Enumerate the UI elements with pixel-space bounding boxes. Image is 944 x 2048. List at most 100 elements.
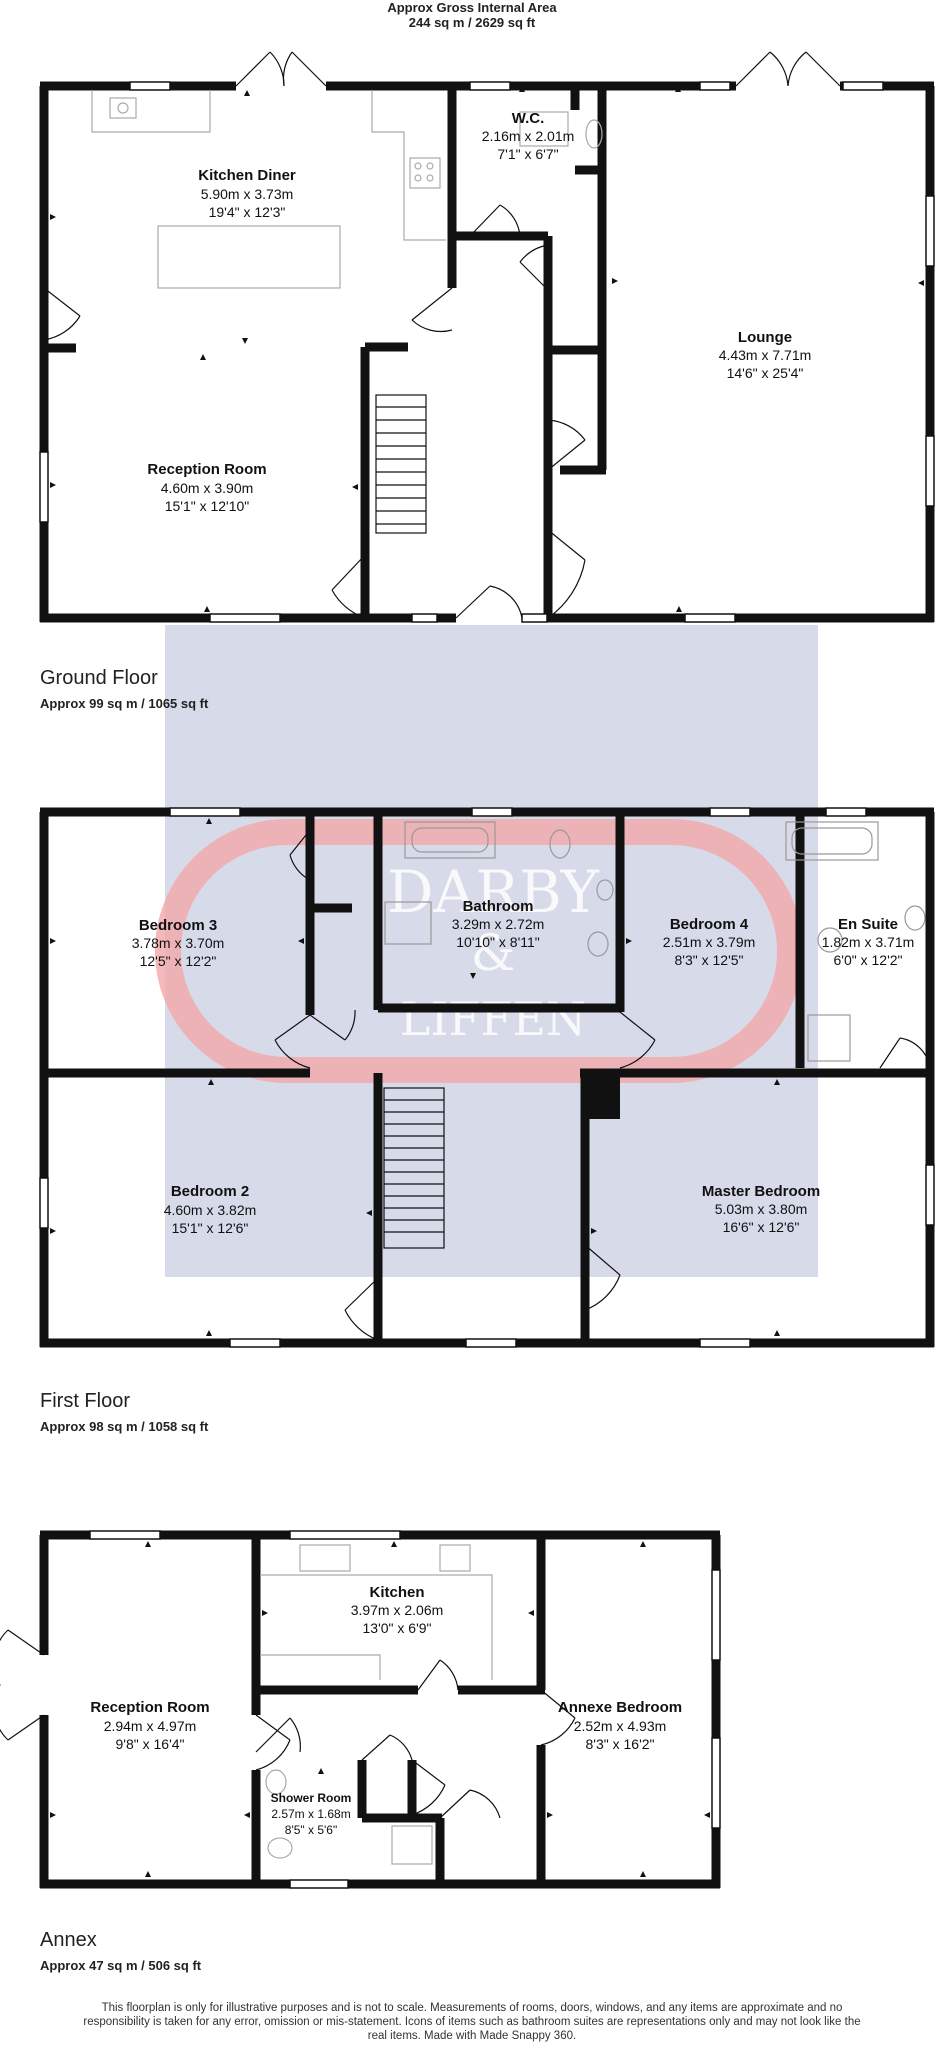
- svg-text:Bedroom 3: Bedroom 3: [139, 917, 217, 934]
- door-swing: [289, 829, 311, 881]
- room-bedroom-4: Bedroom 4 2.51m x 3.79m 8'3" x 12'5": [663, 916, 756, 968]
- window: [411, 613, 438, 623]
- svg-text:8'5" x 5'6": 8'5" x 5'6": [285, 1823, 337, 1837]
- door-swing: [361, 1734, 413, 1761]
- direction-markers: [50, 86, 924, 1877]
- svg-text:Reception Room: Reception Room: [90, 1699, 209, 1716]
- door-swing: [584, 1244, 621, 1311]
- svg-text:4.60m x 3.90m: 4.60m x 3.90m: [161, 480, 254, 496]
- window: [289, 1530, 401, 1540]
- room-annex-reception-room: Reception Room 2.94m x 4.97m 9'8" x 16'4…: [90, 1699, 209, 1752]
- ground-floor-plan: [39, 51, 935, 623]
- first-floor-area: Approx 98 sq m / 1058 sq ft: [40, 1419, 209, 1434]
- door-swing: [411, 1759, 446, 1816]
- wall-pillar: [584, 1073, 620, 1119]
- svg-text:Master Bedroom: Master Bedroom: [702, 1183, 820, 1200]
- door-swing: [417, 1659, 459, 1691]
- svg-text:2.51m x 3.79m: 2.51m x 3.79m: [663, 934, 756, 950]
- svg-text:6'0" x 12'2": 6'0" x 12'2": [834, 952, 903, 968]
- watermark-line1: DARBY: [387, 858, 600, 926]
- window: [209, 613, 281, 623]
- room-bedroom-2: Bedroom 2 4.60m x 3.82m 15'1" x 12'6": [164, 1183, 257, 1236]
- window: [521, 613, 548, 623]
- door-swing: [235, 51, 285, 87]
- annex-name: Annex: [40, 1929, 97, 1951]
- svg-text:5.03m x 3.80m: 5.03m x 3.80m: [715, 1201, 808, 1217]
- svg-text:Bedroom 2: Bedroom 2: [171, 1183, 249, 1200]
- svg-text:2.52m x 4.93m: 2.52m x 4.93m: [574, 1718, 667, 1734]
- door-swing: [547, 529, 586, 619]
- disclaimer-text: This floorplan is only for illustrative …: [83, 2002, 861, 2042]
- watermark-ring: [155, 819, 803, 1083]
- window: [711, 1569, 721, 1661]
- window: [925, 195, 935, 267]
- door-swing: [411, 287, 453, 333]
- door-swing: [519, 244, 549, 291]
- window: [465, 1338, 517, 1348]
- window: [39, 1177, 49, 1229]
- svg-text:2.94m x 4.97m: 2.94m x 4.97m: [104, 1718, 197, 1734]
- door-swing: [455, 585, 523, 619]
- svg-text:Kitchen Diner: Kitchen Diner: [198, 167, 296, 184]
- room-annex-kitchen: Kitchen 3.97m x 2.06m 13'0" x 6'9": [351, 1584, 444, 1636]
- annex-plan: [0, 1530, 721, 1889]
- window: [925, 435, 935, 507]
- room-bedroom-3: Bedroom 3 3.78m x 3.70m 12'5" x 12'2": [132, 917, 225, 969]
- window: [699, 1338, 751, 1348]
- room-shower-room: Shower Room 2.57m x 1.68m 8'5" x 5'6": [271, 1791, 352, 1837]
- annex-area: Approx 47 sq m / 506 sq ft: [40, 1958, 202, 1973]
- window: [469, 81, 511, 91]
- svg-text:14'6" x 25'4": 14'6" x 25'4": [727, 365, 804, 381]
- svg-text:15'1" x 12'6": 15'1" x 12'6": [172, 1220, 249, 1236]
- room-bathroom: Bathroom 3.29m x 2.72m 10'10" x 8'11": [452, 898, 545, 950]
- door-swing: [879, 1037, 931, 1069]
- window: [89, 1530, 161, 1540]
- door-swing: [282, 51, 327, 87]
- first-floor-plan: [39, 807, 935, 1348]
- svg-text:Bathroom: Bathroom: [463, 898, 534, 915]
- stairs: [383, 1087, 445, 1249]
- watermark-band: [165, 625, 818, 1277]
- window: [709, 807, 751, 817]
- kitchen-fixtures: [91, 90, 603, 289]
- svg-text:Shower Room: Shower Room: [271, 1791, 352, 1805]
- header-title: Approx Gross Internal Area: [387, 0, 557, 15]
- svg-text:Kitchen: Kitchen: [369, 1584, 424, 1601]
- window: [471, 807, 513, 817]
- svg-text:3.78m x 3.70m: 3.78m x 3.70m: [132, 935, 225, 951]
- window: [289, 1879, 349, 1889]
- svg-text:W.C.: W.C.: [512, 110, 545, 127]
- room-wc: W.C. 2.16m x 2.01m 7'1" x 6'7": [482, 110, 575, 162]
- door-swing: [255, 1714, 291, 1771]
- ground-floor-name: Ground Floor: [40, 667, 158, 689]
- svg-text:15'1" x 12'10": 15'1" x 12'10": [165, 498, 250, 514]
- door-swing: [619, 1011, 656, 1069]
- svg-text:Bedroom 4: Bedroom 4: [670, 916, 749, 933]
- window: [229, 1338, 281, 1348]
- room-lounge: Lounge 4.43m x 7.71m 14'6" x 25'4": [719, 329, 812, 381]
- door-swing: [469, 204, 521, 237]
- window: [39, 451, 49, 523]
- svg-text:9'8" x 16'4": 9'8" x 16'4": [116, 1736, 185, 1752]
- window: [925, 1164, 935, 1226]
- door-swing: [439, 1789, 501, 1819]
- door-swing: [0, 1629, 45, 1741]
- svg-text:13'0" x 6'9": 13'0" x 6'9": [363, 1620, 432, 1636]
- door-swing: [309, 1009, 356, 1041]
- svg-text:8'3" x 16'2": 8'3" x 16'2": [586, 1736, 655, 1752]
- door-swing: [540, 1689, 576, 1746]
- svg-text:Annexe Bedroom: Annexe Bedroom: [558, 1699, 682, 1716]
- room-annexe-bedroom: Annexe Bedroom 2.52m x 4.93m 8'3" x 16'2…: [558, 1699, 682, 1752]
- ground-floor-area: Approx 99 sq m / 1065 sq ft: [40, 696, 209, 711]
- svg-text:7'1" x 6'7": 7'1" x 6'7": [497, 146, 558, 162]
- room-kitchen-diner: Kitchen Diner 5.90m x 3.73m 19'4" x 12'3…: [198, 167, 296, 220]
- header-total-area: 244 sq m / 2629 sq ft: [408, 15, 536, 30]
- bathroom-fixtures: [384, 821, 926, 1062]
- svg-text:2.16m x 2.01m: 2.16m x 2.01m: [482, 128, 575, 144]
- svg-text:4.60m x 3.82m: 4.60m x 3.82m: [164, 1202, 257, 1218]
- watermark-line3: LIFFEN: [400, 992, 586, 1046]
- window: [684, 613, 736, 623]
- svg-text:Reception Room: Reception Room: [147, 461, 266, 478]
- first-floor-name: First Floor: [40, 1390, 130, 1412]
